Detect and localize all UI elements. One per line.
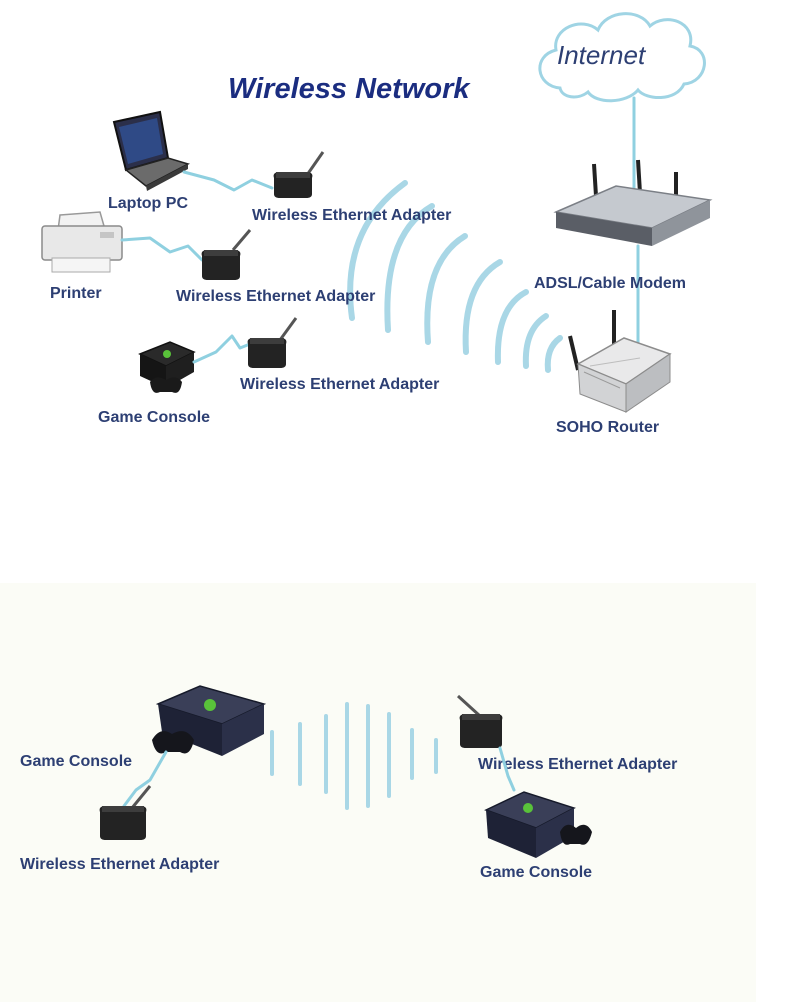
modem-label: ADSL/Cable Modem: [534, 275, 686, 292]
internet-label: Internet: [557, 40, 647, 70]
top-diagram: Wireless Network Internet Laptop PC: [42, 14, 710, 436]
laptop-icon: [114, 112, 188, 191]
router-label: SOHO Router: [556, 419, 659, 436]
laptop-label: Laptop PC: [108, 195, 188, 212]
adapter-2-label: Wireless Ethernet Adapter: [176, 288, 375, 305]
router-icon: [570, 310, 670, 412]
adapter-3-label: Wireless Ethernet Adapter: [240, 376, 439, 393]
left-adapter-label: Wireless Ethernet Adapter: [20, 856, 219, 873]
adapter-1-label: Wireless Ethernet Adapter: [252, 207, 451, 224]
bottom-diagram: Game Console Wireless Ethernet Adapter W…: [0, 583, 756, 1002]
link-printer-adapter: [122, 238, 202, 260]
bottom-panel-background: [0, 583, 756, 1002]
printer-icon: [42, 212, 122, 272]
link-laptop-adapter: [184, 172, 272, 190]
wireless-adapter-icon: [274, 152, 323, 198]
wireless-adapter-icon: [248, 318, 296, 368]
diagram-title: Wireless Network: [228, 73, 471, 105]
wireless-adapter-icon: [202, 230, 250, 280]
right-console-label: Game Console: [480, 864, 592, 881]
game-console-label: Game Console: [98, 409, 210, 426]
printer-label: Printer: [50, 285, 102, 302]
game-console-icon: [140, 342, 194, 393]
link-console-adapter: [194, 336, 250, 362]
left-console-label: Game Console: [20, 753, 132, 770]
